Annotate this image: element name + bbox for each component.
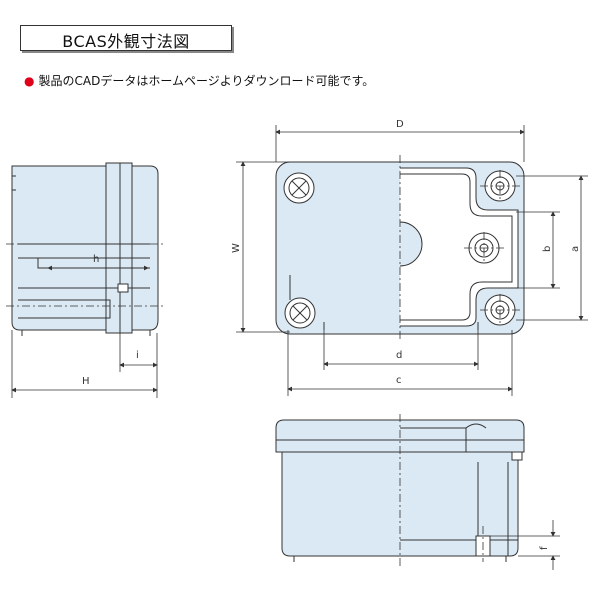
dim-b [516, 211, 560, 289]
label-c: c [396, 375, 402, 386]
top-view-centerlines [399, 155, 520, 340]
side-view [11, 162, 159, 336]
cad-note: ●製品のCADデータはホームページよりダウンロード可能です。 [24, 72, 374, 89]
label-f: f [539, 546, 550, 550]
bullet-icon: ● [24, 74, 35, 88]
dim-a [516, 175, 588, 321]
dim-H [11, 330, 158, 398]
label-d: d [396, 350, 402, 361]
label-W: W [231, 243, 242, 253]
title-box: BCAS外観寸法図 [20, 25, 232, 51]
page-title: BCAS外観寸法図 [62, 32, 190, 51]
label-b: b [542, 246, 553, 252]
label-D: D [396, 119, 404, 130]
dim-W [236, 161, 290, 333]
front-view-centerlines [399, 414, 484, 566]
label-H: H [82, 376, 90, 387]
dim-i [119, 333, 158, 398]
dim-d [323, 330, 479, 370]
screw-top-left [283, 172, 315, 204]
label-h: h [93, 254, 99, 265]
note-text: 製品のCADデータはホームページよりダウンロード可能です。 [38, 74, 375, 88]
label-i: i [136, 350, 139, 361]
screw-bottom-left [284, 297, 316, 329]
label-a: a [570, 246, 581, 252]
dim-f [490, 520, 560, 570]
dim-D [275, 125, 525, 162]
dim-c [287, 330, 513, 396]
side-view-centerlines [6, 243, 165, 307]
